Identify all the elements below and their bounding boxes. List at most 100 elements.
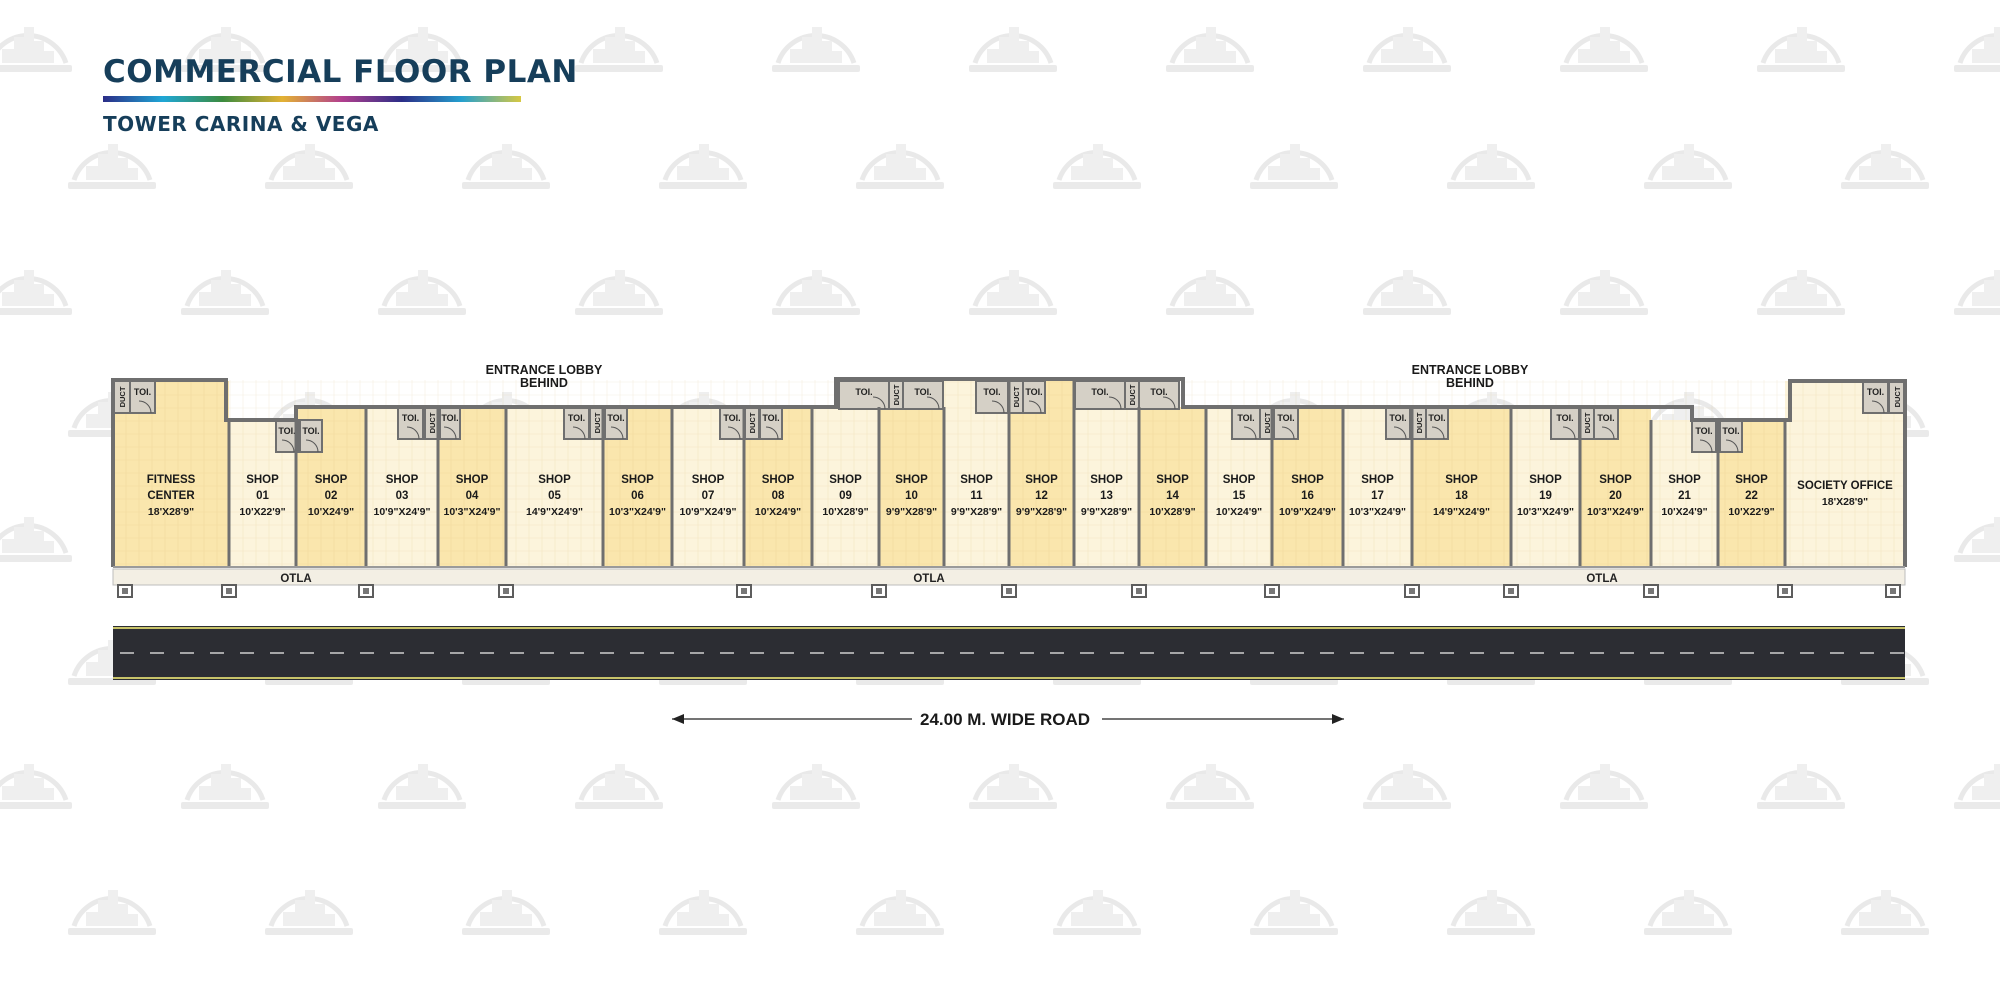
unit-name-label: SHOP — [1156, 474, 1189, 486]
watermark-base — [68, 928, 156, 935]
unit-name-label: SHOP — [538, 474, 571, 486]
toilet-label: TOI. — [1025, 387, 1042, 397]
toilet-room — [902, 380, 944, 410]
toilet-room — [1862, 380, 1889, 414]
watermark-logo — [378, 764, 466, 809]
lobby-label: BEHIND — [520, 376, 568, 390]
unit-name-label: 13 — [1100, 490, 1113, 502]
watermark-base — [1644, 928, 1732, 935]
toilet-room — [563, 406, 590, 440]
watermark-skyline — [677, 144, 729, 180]
watermark-base — [772, 65, 860, 72]
watermark-logo — [969, 270, 1057, 315]
watermark-skyline — [593, 270, 645, 306]
watermark-logo — [265, 144, 353, 189]
toilet-room — [1425, 406, 1449, 440]
door-swing — [727, 426, 741, 440]
watermark-skyline — [480, 890, 532, 926]
watermark-logo — [1560, 270, 1648, 315]
duct-label: DUCT — [1583, 412, 1592, 433]
watermark-base — [0, 555, 72, 562]
watermark-base — [969, 308, 1057, 315]
road-surface — [113, 626, 1905, 680]
watermark-logo — [462, 144, 550, 189]
column-core — [1782, 588, 1788, 594]
unit-size-label: 10'X22'9" — [1728, 506, 1774, 518]
watermark-logo — [181, 27, 269, 72]
watermark-base — [1053, 182, 1141, 189]
watermark-base — [265, 182, 353, 189]
column-core — [363, 588, 369, 594]
watermark-base — [1757, 65, 1845, 72]
toilet-room — [397, 406, 424, 440]
toilet-label: TOI. — [134, 387, 151, 397]
unit-name-label: 22 — [1745, 490, 1758, 502]
watermark-logo — [1757, 270, 1845, 315]
watermark-skyline — [1775, 270, 1827, 306]
watermark-logo — [575, 764, 663, 809]
watermark-logo — [969, 27, 1057, 72]
watermark-skyline — [1662, 144, 1714, 180]
watermark-skyline — [1972, 27, 2000, 63]
watermark-logo — [265, 890, 353, 935]
watermark-logo — [772, 27, 860, 72]
unit-name-label: 08 — [772, 490, 785, 502]
watermark-skyline — [2, 517, 54, 553]
watermark-logo — [1166, 270, 1254, 315]
watermark-skyline — [1578, 27, 1630, 63]
watermark-base — [659, 928, 747, 935]
unit-name-label: SHOP — [1223, 474, 1256, 486]
watermark-base — [1954, 308, 2000, 315]
watermark-logo — [181, 270, 269, 315]
watermark-logo — [378, 27, 466, 72]
watermark-skyline — [1381, 270, 1433, 306]
watermark-logo — [772, 764, 860, 809]
toilet-room — [1719, 419, 1743, 453]
watermark-logo — [659, 890, 747, 935]
unit-name-label: SHOP — [692, 474, 725, 486]
unit-size-label: 9'9"X28'9" — [886, 506, 937, 518]
watermark-logo — [1363, 27, 1451, 72]
door-swing — [1431, 426, 1445, 440]
watermark-logo — [969, 764, 1057, 809]
duct-label: DUCT — [1893, 386, 1902, 407]
column-core — [1508, 588, 1514, 594]
watermark-skyline — [283, 144, 335, 180]
unit-name-label: SHOP — [1445, 474, 1478, 486]
door-swing — [305, 439, 319, 453]
watermark-logo — [0, 517, 72, 562]
toilet-label: TOI. — [1867, 387, 1884, 397]
watermark-skyline — [1381, 27, 1433, 63]
watermark-skyline — [1775, 764, 1827, 800]
watermark-skyline — [283, 890, 335, 926]
watermark-base — [772, 308, 860, 315]
watermark-logo — [1757, 27, 1845, 72]
watermark-skyline — [1465, 144, 1517, 180]
unit-size-label: 14'9"X24'9" — [1433, 506, 1490, 518]
watermark-base — [1841, 928, 1929, 935]
toilet-label: TOI. — [607, 413, 624, 423]
watermark-base — [462, 928, 550, 935]
watermark-logo — [1250, 890, 1338, 935]
watermark-logo — [1053, 144, 1141, 189]
unit-size-label: 9'9"X28'9" — [1081, 506, 1132, 518]
unit-size-label: 10'X28'9" — [822, 506, 868, 518]
column-core — [1648, 588, 1654, 594]
unit-size-label: 10'9"X24'9" — [680, 506, 737, 518]
lobby-label: ENTRANCE LOBBY — [1412, 363, 1529, 377]
column-core — [503, 588, 509, 594]
watermark-logo — [0, 764, 72, 809]
unit-size-label: 10'3"X24'9" — [1349, 506, 1406, 518]
watermark-base — [1757, 308, 1845, 315]
column-core — [1136, 588, 1142, 594]
unit-name-label: SHOP — [1529, 474, 1562, 486]
watermark-base — [1841, 182, 1929, 189]
unit-name-label: SHOP — [829, 474, 862, 486]
otla-label: OTLA — [913, 573, 944, 585]
watermark-logo — [1954, 27, 2000, 72]
watermark-logo — [659, 144, 747, 189]
unit-name-label: SHOP — [1735, 474, 1768, 486]
watermark-skyline — [1775, 27, 1827, 63]
unit-name-label: 04 — [466, 490, 479, 502]
